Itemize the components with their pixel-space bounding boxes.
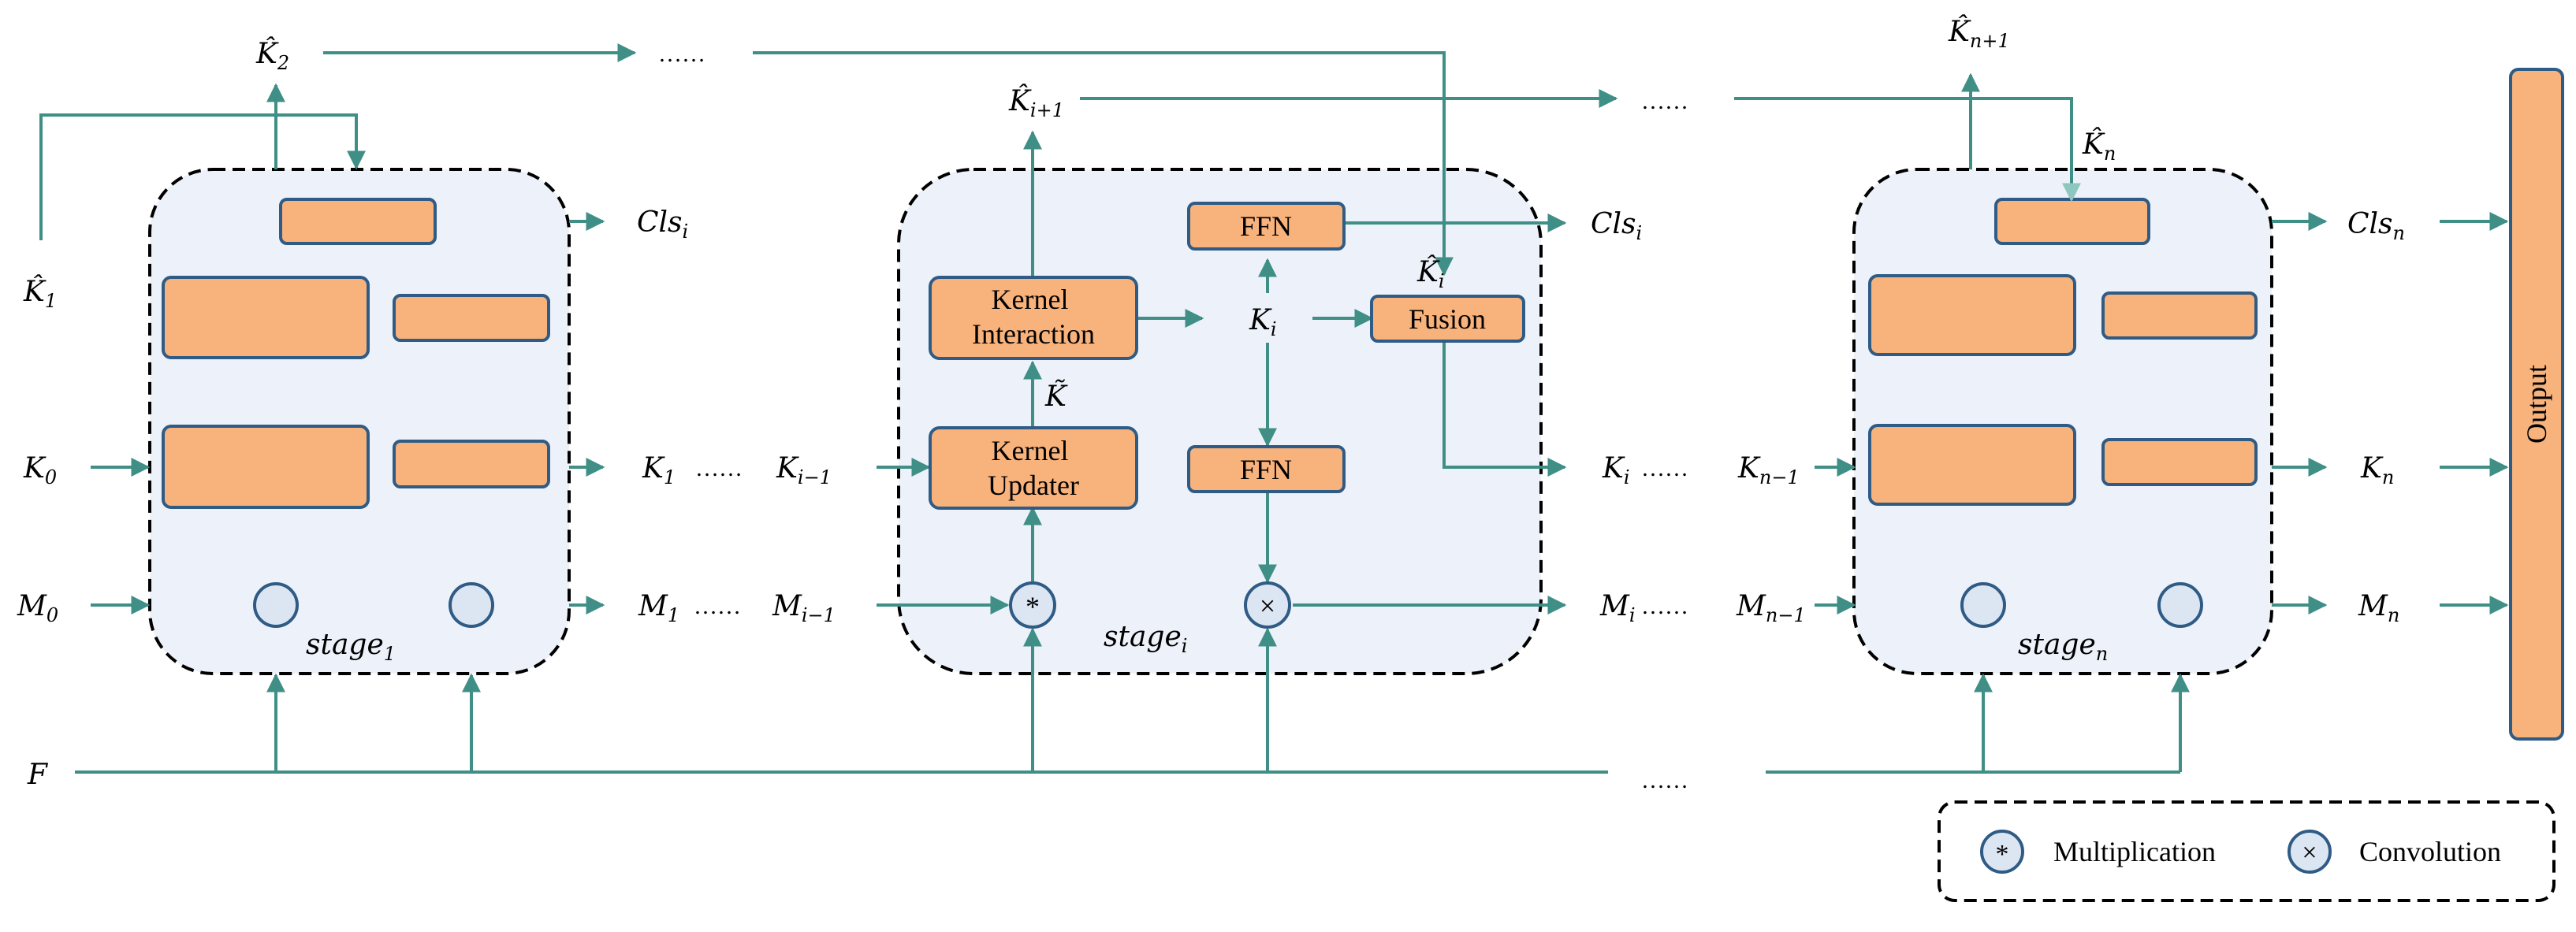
stage-n-label: stagen (2018, 629, 2108, 665)
convolution-symbol: × (1260, 590, 1275, 622)
mn-1-label: Mn−1 (1736, 590, 1806, 626)
ffn-top-label: FFN (1240, 210, 1292, 242)
mi-out-label: Mi (1599, 590, 1636, 626)
stage-1-label: stage1 (306, 629, 396, 665)
stage-n-block-top (1994, 198, 2150, 245)
stage-1-block-right-lower (393, 440, 550, 488)
m0-label: M0 (17, 590, 58, 626)
fusion-label: Fusion (1409, 303, 1486, 335)
ki-1-label: Ki−1 (776, 452, 832, 488)
stage-i-k-dots: …… (1641, 455, 1688, 481)
convolution-node (1244, 581, 1291, 629)
multiplication-node (1009, 581, 1056, 629)
stage-1-node-right (449, 582, 494, 628)
kernel-updater-line-2: Updater (988, 470, 1079, 501)
legend-box (1938, 800, 2556, 902)
output-label: Output (2521, 365, 2552, 444)
stage-n-block-right-lower (2101, 438, 2258, 486)
k-hat-n1-label: K̂n+1 (1948, 14, 2010, 52)
kernel-interaction-line-2: Interaction (972, 318, 1095, 350)
legend-convolution-symbol: × (2302, 838, 2317, 867)
kn-label: Kn (2360, 452, 2394, 488)
k-hat-i1-label: K̂i+1 (1008, 84, 1064, 121)
stage-i-label: stagei (1104, 621, 1187, 657)
fusion-block (1370, 295, 1525, 343)
k-hat-1-line (39, 113, 366, 240)
k-hat-i-label: K̂i (1416, 254, 1445, 292)
legend-convolution-label: Convolution (2359, 836, 2501, 867)
svg-text:Kernel Interaction: Kernel Interaction (972, 284, 1095, 350)
stage-1-block-left-upper (162, 276, 370, 359)
legend-convolution-icon (2288, 830, 2332, 874)
k1-label: K1 (642, 452, 676, 488)
stage-n-node-right (2157, 582, 2203, 628)
multiplication-symbol: * (1026, 591, 1040, 622)
m1-label: M1 (638, 590, 679, 626)
kernel-interaction-block (929, 276, 1138, 360)
stage-i-cls-label: Clsi (1591, 208, 1642, 244)
legend-multiplication-icon (1980, 830, 2024, 874)
ffn-bottom-block (1187, 445, 1346, 493)
fusion-to-ki-out (1442, 343, 1567, 477)
stage-n-block-left-upper (1868, 274, 2076, 356)
k-hat-2-label: K̂2 (255, 36, 289, 74)
svg-text:Kernel Updater: Kernel Updater (988, 435, 1079, 501)
kn-1-label: Kn−1 (1737, 452, 1800, 488)
stage-1-node-left (253, 582, 299, 628)
kernel-interaction-line-1: Kernel (992, 284, 1069, 315)
k-hat-i1-line-b (1734, 97, 2081, 202)
ki-out-label: Ki (1602, 452, 1630, 488)
kernel-updater-line-1: Kernel (992, 435, 1069, 466)
legend-multiplication-label: Multiplication (2053, 836, 2216, 867)
legend-multiplication-symbol: * (1996, 840, 2009, 869)
top-dots-1: …… (658, 41, 705, 67)
top-dots-2: …… (1641, 88, 1688, 114)
stage-1-k-dots: …… (695, 455, 743, 481)
stage-i-m-dots: …… (1641, 593, 1688, 619)
stage-n-cls-label: Clsn (2347, 208, 2405, 244)
stage-1-block-right-upper (393, 294, 550, 342)
k-hat-1-label: K̂1 (23, 274, 57, 312)
mn-label: Mn (2358, 590, 2399, 626)
kernel-updater-block (929, 426, 1138, 510)
k-i-center-label: Ki (1249, 304, 1277, 340)
k-hat-n-label: K̂n (2082, 127, 2116, 165)
k0-label: K0 (23, 452, 57, 488)
ffn-top-block (1187, 202, 1346, 251)
f-label: F (27, 759, 49, 791)
stage-1-m-dots: …… (694, 593, 741, 619)
stage-1-block-left-lower (162, 425, 370, 509)
stage-1-cls-label: Clsi (637, 206, 688, 243)
ffn-bottom-label: FFN (1240, 454, 1292, 485)
k-tilde-label: K̃ (1044, 380, 1068, 413)
stage-1-block-top (279, 198, 437, 245)
k-hat-2-line-b (753, 51, 1454, 277)
stage-n-node-left (1960, 582, 2006, 628)
bottom-dots: …… (1641, 767, 1688, 793)
output-block (2509, 68, 2564, 741)
stage-n-block-right-upper (2101, 291, 2258, 340)
mi-1-label: Mi−1 (772, 590, 836, 626)
stage-n-block-left-lower (1868, 424, 2076, 506)
